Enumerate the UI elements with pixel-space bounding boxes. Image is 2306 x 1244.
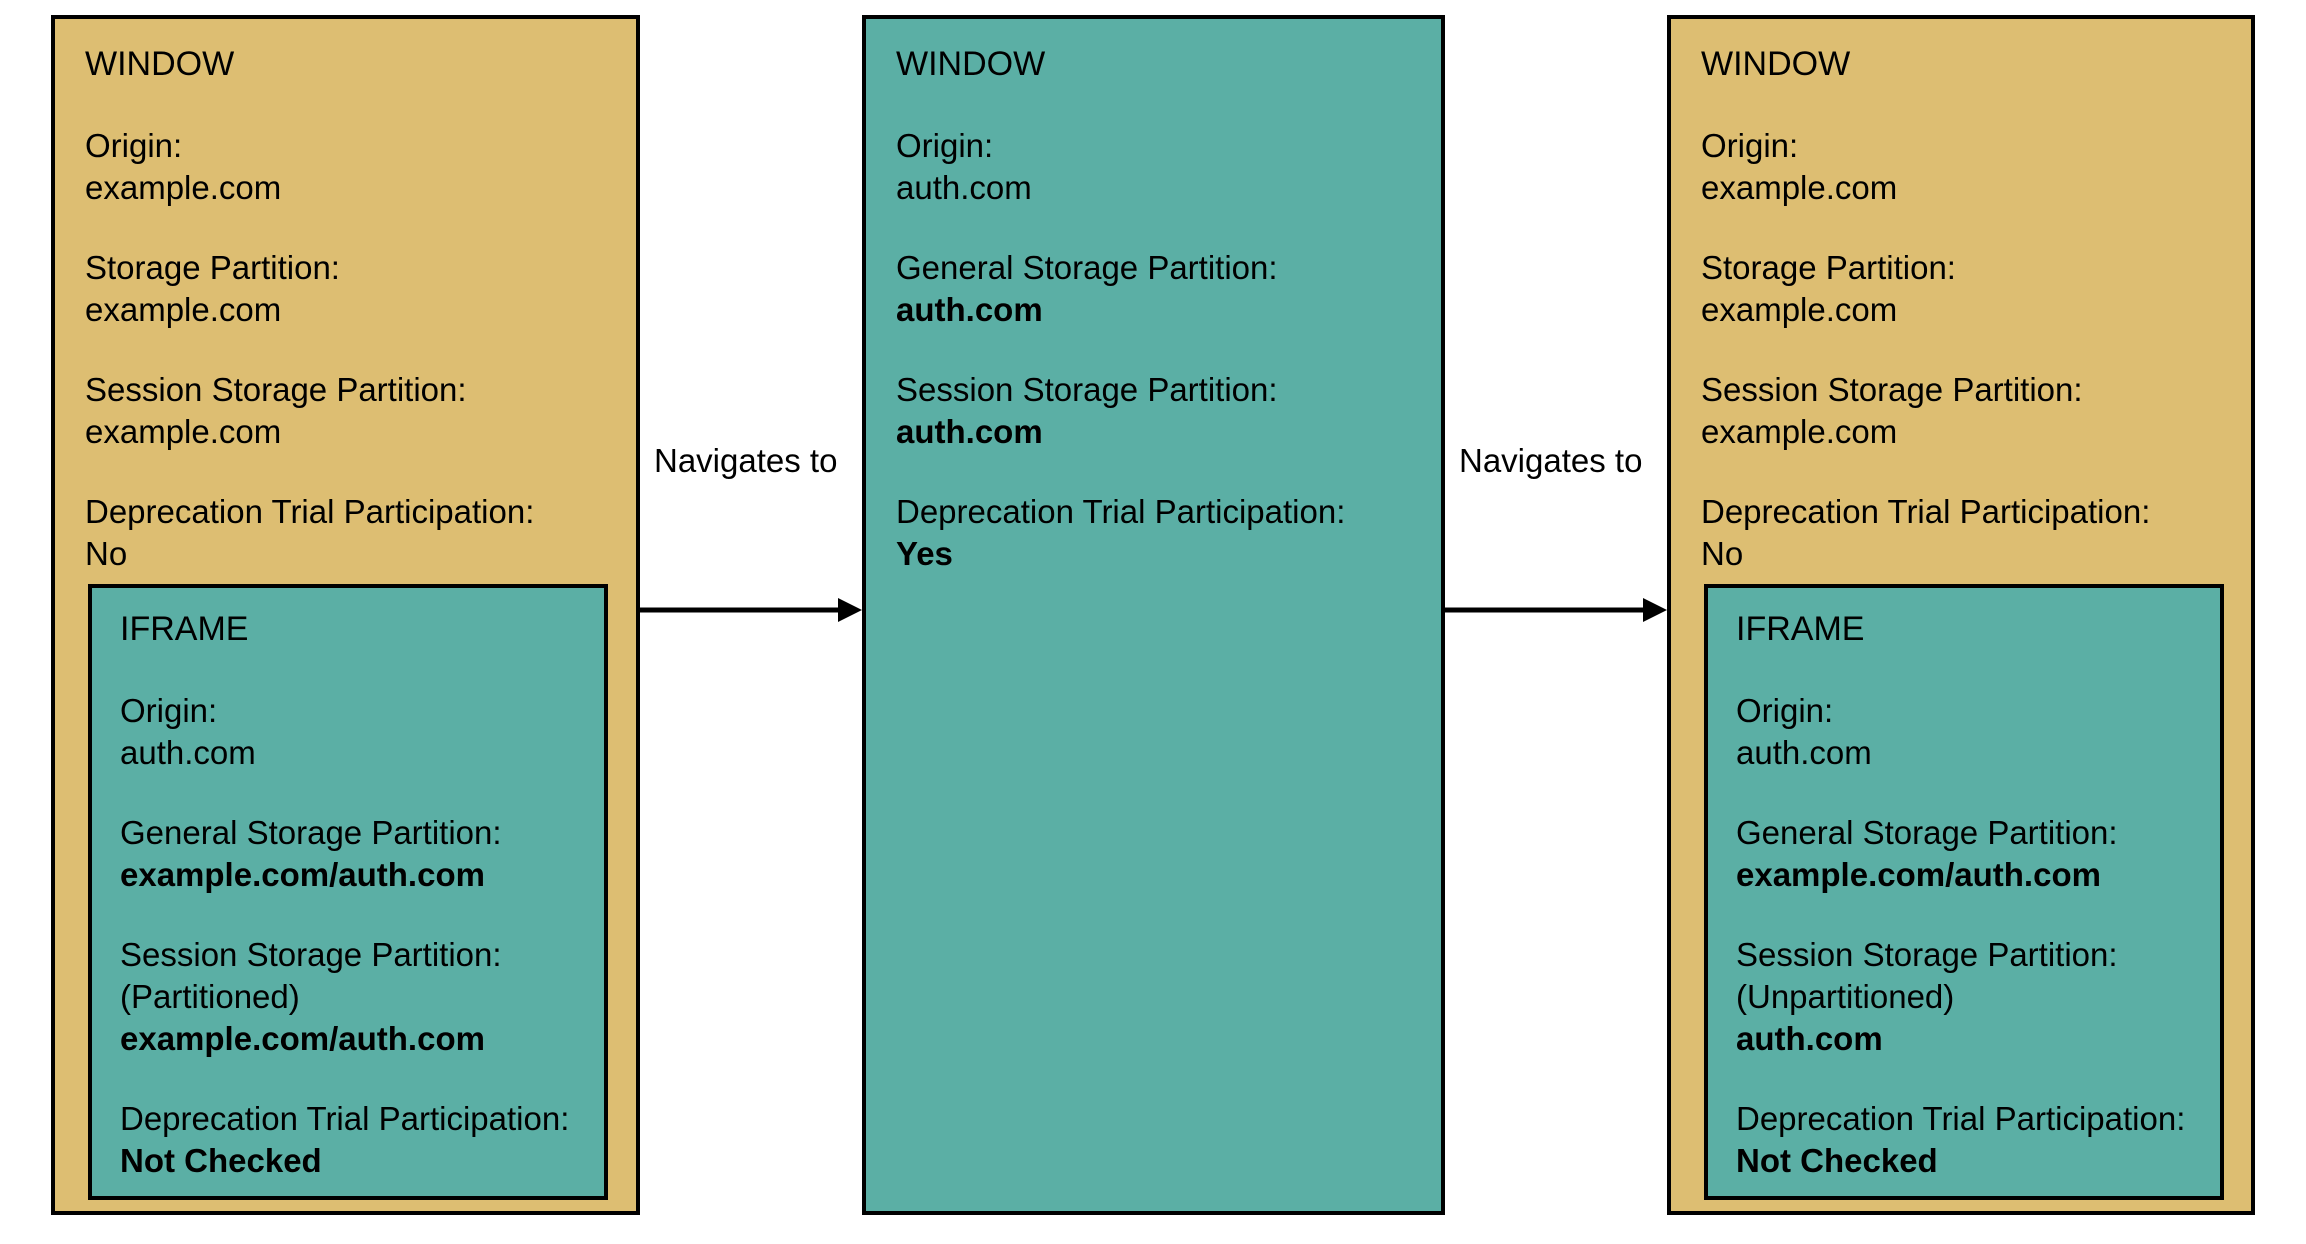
field-label: Deprecation Trial Participation: [120,1100,570,1137]
arrow-right-icon [1445,598,1667,622]
field-general-storage-partition: General Storage Partition: auth.com [896,247,1429,331]
field-session-storage-partition: Session Storage Partition: (Unpartitione… [1736,934,2208,1060]
arrow-label: Navigates to [1459,442,1643,479]
field-label: Session Storage Partition: [1701,371,2083,408]
arrow-label: Navigates to [654,442,838,479]
window-panel-3-fields: WINDOW Origin: example.com Storage Parti… [1701,43,2239,575]
field-value: auth.com [896,413,1043,450]
window-heading: WINDOW [1701,45,1851,83]
field-value: example.com/auth.com [1736,856,2101,893]
field-label: General Storage Partition: [1736,814,2118,851]
field-session-storage-partition: Session Storage Partition: example.com [1701,369,2239,453]
field-value: example.com [85,169,282,206]
field-value: example.com [85,413,282,450]
field-label: Origin: [1701,127,1799,164]
field-label: General Storage Partition: [120,814,502,851]
field-value: example.com [1701,169,1898,206]
iframe-panel-1-fields: IFRAME Origin: auth.com General Storage … [120,608,592,1182]
field-value: example.com/auth.com [120,856,485,893]
iframe-heading: IFRAME [1736,610,1865,648]
field-origin: Origin: example.com [1701,125,2239,209]
field-deprecation-trial-participation: Deprecation Trial Participation: No [85,491,624,575]
field-value: No [1701,535,1744,572]
arrow-right-icon [640,598,862,622]
field-general-storage-partition: General Storage Partition: example.com/a… [120,812,592,896]
field-value: No [85,535,128,572]
field-deprecation-trial-participation: Deprecation Trial Participation: Not Che… [1736,1098,2208,1182]
field-sub-note: (Partitioned) [120,978,300,1015]
field-value: example.com [85,291,282,328]
field-label: General Storage Partition: [896,249,1278,286]
window-panel-1-fields: WINDOW Origin: example.com Storage Parti… [85,43,624,575]
field-session-storage-partition: Session Storage Partition: example.com [85,369,624,453]
field-storage-partition: Storage Partition: example.com [1701,247,2239,331]
arrow-navigates-to-1: Navigates to [640,440,864,640]
field-value: auth.com [1736,1020,1883,1057]
field-label: Origin: [85,127,183,164]
field-origin: Origin: auth.com [1736,690,2208,774]
field-value: example.com/auth.com [120,1020,485,1057]
field-session-storage-partition: Session Storage Partition: (Partitioned)… [120,934,592,1060]
window-heading: WINDOW [896,45,1046,83]
window-heading: WINDOW [85,45,235,83]
field-general-storage-partition: General Storage Partition: example.com/a… [1736,812,2208,896]
iframe-panel-1: IFRAME Origin: auth.com General Storage … [88,584,608,1200]
field-label: Session Storage Partition: [120,936,502,973]
field-origin: Origin: example.com [85,125,624,209]
window-panel-3: WINDOW Origin: example.com Storage Parti… [1667,15,2255,1215]
field-value: auth.com [120,734,256,771]
field-label: Deprecation Trial Participation: [896,493,1346,530]
field-origin: Origin: auth.com [120,690,592,774]
field-deprecation-trial-participation: Deprecation Trial Participation: No [1701,491,2239,575]
field-value: example.com [1701,291,1898,328]
window-panel-1: WINDOW Origin: example.com Storage Parti… [51,15,640,1215]
field-storage-partition: Storage Partition: example.com [85,247,624,331]
field-label: Deprecation Trial Participation: [1736,1100,2186,1137]
field-value: Not Checked [120,1142,322,1179]
window-panel-2: WINDOW Origin: auth.com General Storage … [862,15,1445,1215]
field-label: Session Storage Partition: [85,371,467,408]
iframe-panel-3-fields: IFRAME Origin: auth.com General Storage … [1736,608,2208,1182]
field-label: Session Storage Partition: [896,371,1278,408]
field-value: auth.com [1736,734,1872,771]
field-label: Origin: [120,692,218,729]
window-panel-2-fields: WINDOW Origin: auth.com General Storage … [896,43,1429,575]
arrow-navigates-to-2: Navigates to [1445,440,1669,640]
iframe-panel-3: IFRAME Origin: auth.com General Storage … [1704,584,2224,1200]
field-sub-note: (Unpartitioned) [1736,978,1955,1015]
field-session-storage-partition: Session Storage Partition: auth.com [896,369,1429,453]
field-label: Storage Partition: [85,249,340,286]
iframe-heading: IFRAME [120,610,249,648]
field-label: Session Storage Partition: [1736,936,2118,973]
field-label: Deprecation Trial Participation: [1701,493,2151,530]
field-label: Deprecation Trial Participation: [85,493,535,530]
field-label: Origin: [1736,692,1834,729]
field-deprecation-trial-participation: Deprecation Trial Participation: Not Che… [120,1098,592,1182]
field-label: Storage Partition: [1701,249,1956,286]
field-deprecation-trial-participation: Deprecation Trial Participation: Yes [896,491,1429,575]
field-value: auth.com [896,169,1032,206]
field-value: example.com [1701,413,1898,450]
field-value: Not Checked [1736,1142,1938,1179]
field-value: auth.com [896,291,1043,328]
field-origin: Origin: auth.com [896,125,1429,209]
field-value: Yes [896,535,953,572]
field-label: Origin: [896,127,994,164]
